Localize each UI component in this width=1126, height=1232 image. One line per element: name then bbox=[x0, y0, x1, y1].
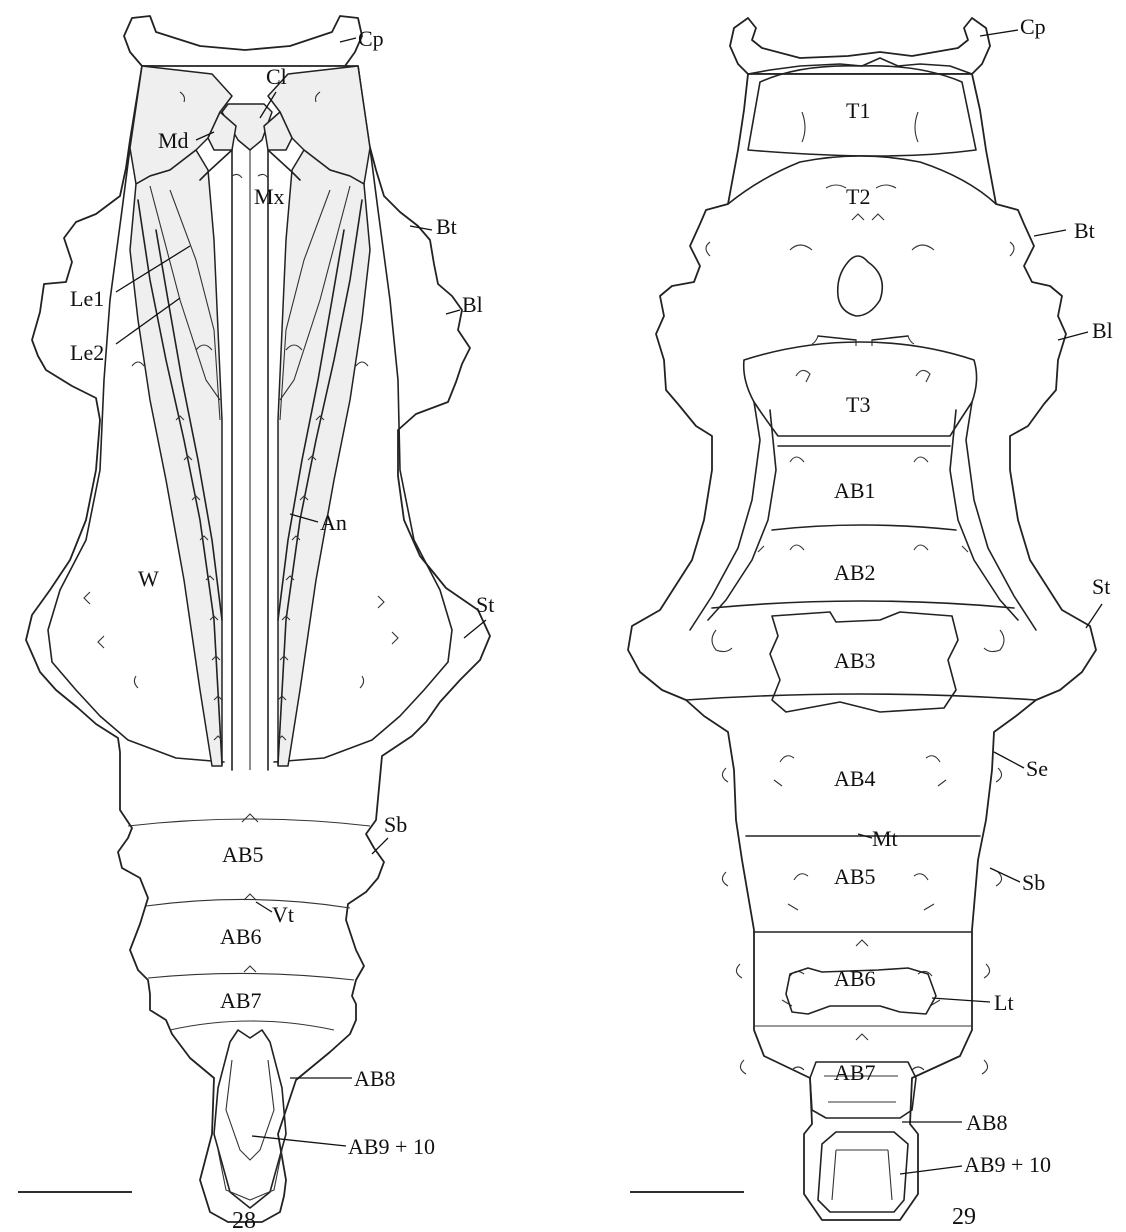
segment-ab1-29: AB1 bbox=[834, 478, 876, 503]
label-cp-29: Cp bbox=[1020, 14, 1046, 39]
label-md-28: Md bbox=[158, 128, 189, 153]
label-lt-29: Lt bbox=[994, 990, 1014, 1015]
segment-ab2-29: AB2 bbox=[834, 560, 876, 585]
segment-t2-29: T2 bbox=[846, 184, 870, 209]
label-le2-28: Le2 bbox=[70, 340, 104, 365]
label-le1-28: Le1 bbox=[70, 286, 104, 311]
figure-number-28: 28 bbox=[232, 1208, 256, 1232]
segment-ab7-28: AB7 bbox=[220, 988, 262, 1013]
leader-sb-28 bbox=[372, 838, 388, 854]
label-bl-29: Bl bbox=[1092, 318, 1113, 343]
segment-ab5-29: AB5 bbox=[834, 864, 876, 889]
body-outline-29 bbox=[628, 74, 1096, 1220]
label-sb-29: Sb bbox=[1022, 870, 1045, 895]
label-bt-29: Bt bbox=[1074, 218, 1095, 243]
segment-t3-29: T3 bbox=[846, 392, 870, 417]
label-mx-28: Mx bbox=[254, 184, 285, 209]
label-bt-28: Bt bbox=[436, 214, 457, 239]
label-st-28: St bbox=[476, 592, 494, 617]
segment-ab7-29: AB7 bbox=[834, 1060, 876, 1085]
label-st-29: St bbox=[1092, 574, 1110, 599]
segment-t1-29: T1 bbox=[846, 98, 870, 123]
leader-sb-29 bbox=[990, 868, 1020, 882]
segment-ab5-28: AB5 bbox=[222, 842, 264, 867]
label-vt-28: Vt bbox=[272, 902, 294, 927]
leader-bt-29 bbox=[1034, 230, 1066, 236]
label-ab8-28: AB8 bbox=[354, 1066, 396, 1091]
leader-st-29 bbox=[1086, 604, 1102, 628]
segment-ab6-28: AB6 bbox=[220, 924, 262, 949]
leader-se-29 bbox=[994, 752, 1024, 768]
label-ab8-29: AB8 bbox=[966, 1110, 1008, 1135]
label-ab9-10-28: AB9 + 10 bbox=[348, 1134, 435, 1159]
label-se-29: Se bbox=[1026, 756, 1048, 781]
label-an-28: An bbox=[320, 510, 347, 535]
segment-ab6-29: AB6 bbox=[834, 966, 876, 991]
label-cp-28: Cp bbox=[358, 26, 384, 51]
cremaster-cap-28 bbox=[124, 16, 362, 68]
label-cl-28: Cl bbox=[266, 64, 287, 89]
label-mt-29: Mt bbox=[872, 826, 898, 851]
figure-number-29: 29 bbox=[952, 1204, 976, 1230]
label-bl-28: Bl bbox=[462, 292, 483, 317]
segment-ab4-29: AB4 bbox=[834, 766, 876, 791]
body-outline-28 bbox=[26, 66, 490, 1222]
label-sb-28: Sb bbox=[384, 812, 407, 837]
label-ab9-10-29: AB9 + 10 bbox=[964, 1152, 1051, 1177]
segment-ab3-29: AB3 bbox=[834, 648, 876, 673]
label-w-28: W bbox=[138, 566, 159, 591]
